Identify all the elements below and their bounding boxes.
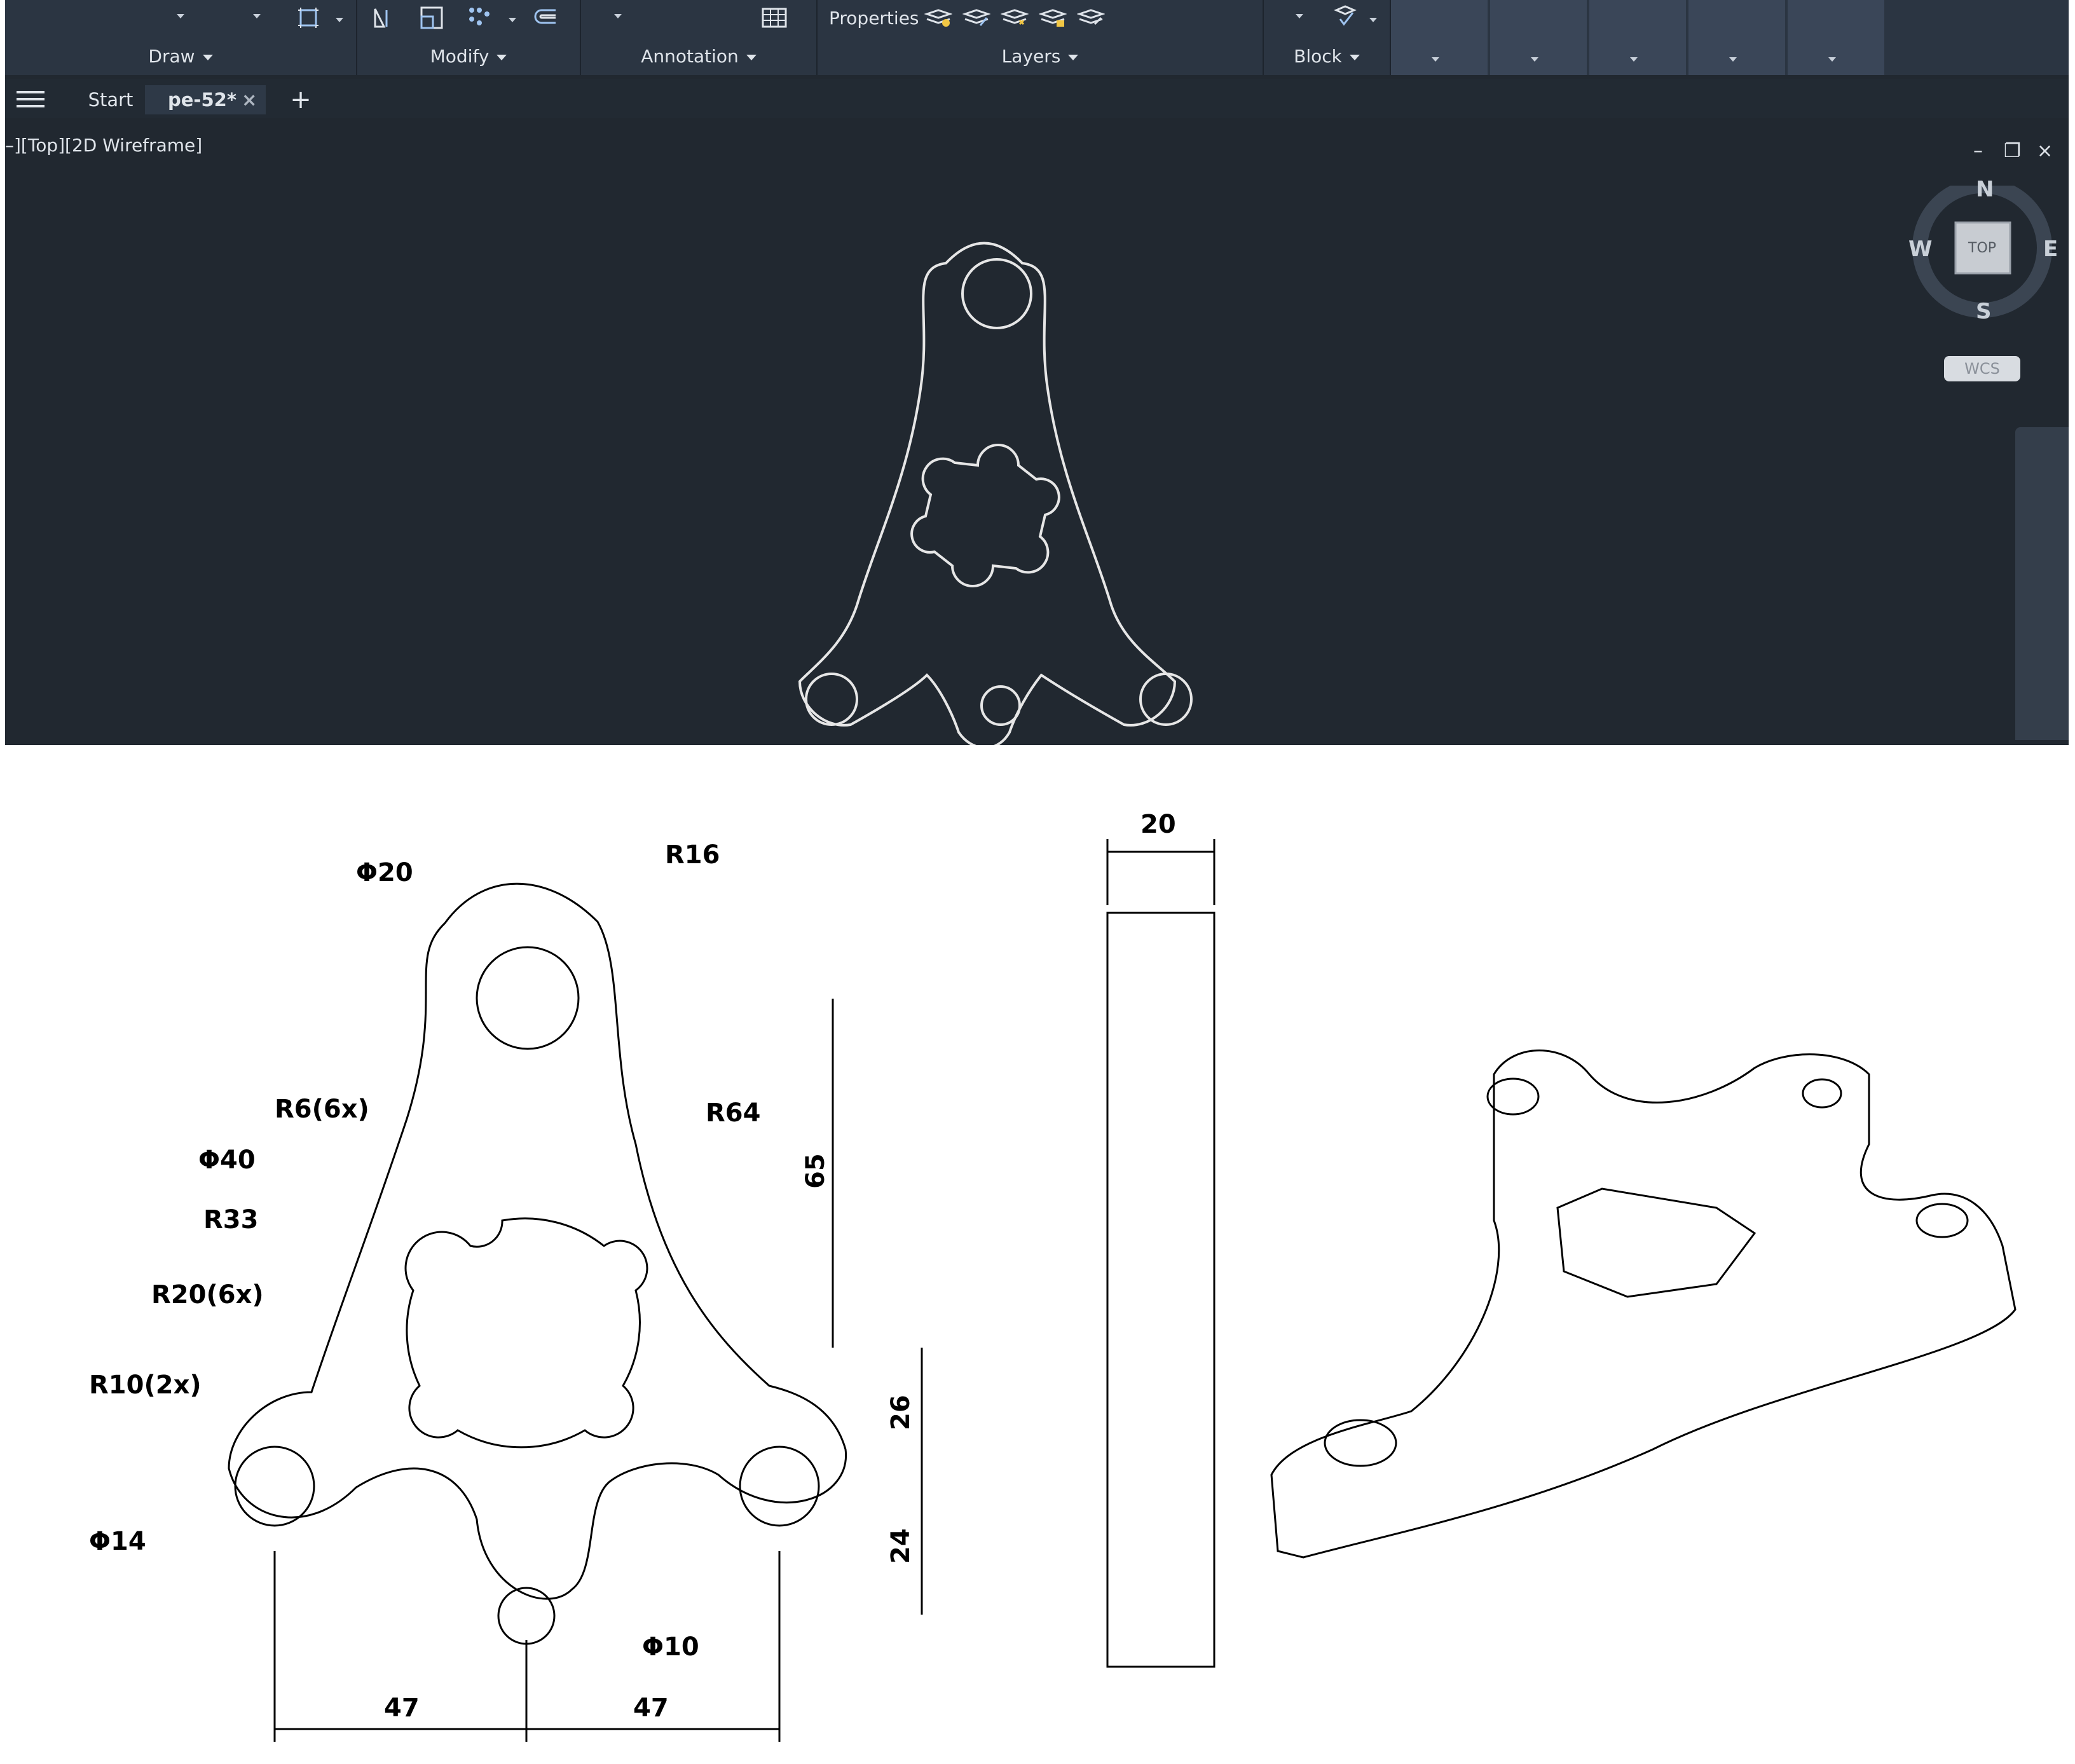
file-tab-bar: Start pe-52* × + [5, 79, 2069, 118]
layer-icon[interactable] [1000, 4, 1029, 32]
dropdown-caret-icon[interactable] [614, 14, 622, 18]
layer-icon[interactable] [924, 4, 953, 32]
ribbon: Draw Modify Annotation [5, 0, 2069, 75]
block-panel[interactable]: Block [1264, 0, 1391, 75]
ribbon-panel-collapsed[interactable] [1688, 0, 1788, 75]
restore-icon[interactable]: ❐ [2004, 140, 2021, 162]
panel-label-annotation[interactable]: Annotation [581, 46, 816, 67]
dim-r33: R33 [203, 1205, 258, 1234]
block-edit-icon[interactable] [1331, 4, 1359, 32]
dim-47-left: 47 [384, 1693, 420, 1723]
ribbon-panel-collapsed[interactable] [1589, 0, 1688, 75]
panel-label-block[interactable]: Block [1264, 46, 1390, 67]
dim-r64: R64 [706, 1098, 760, 1128]
new-tab-button[interactable]: + [290, 85, 312, 114]
hamburger-menu-icon[interactable] [17, 90, 45, 108]
viewcube-top-face[interactable]: TOP [1968, 240, 1997, 256]
dim-24: 24 [886, 1528, 915, 1564]
dim-26: 26 [886, 1395, 915, 1430]
properties-label[interactable]: Properties [829, 8, 919, 29]
ribbon-panel-collapsed[interactable] [1788, 0, 1887, 75]
technical-drawing: Φ20 R16 R6(6x) R64 Φ40 R33 R20(6x) R10(2… [0, 750, 2075, 1761]
tab-label: pe-52* [168, 89, 236, 111]
dropdown-caret-icon[interactable] [1369, 18, 1377, 22]
dim-65: 65 [801, 1153, 830, 1189]
dropdown-caret-icon[interactable] [1531, 57, 1538, 62]
front-view-outline [228, 882, 847, 1600]
ribbon-panel-collapsed[interactable] [1391, 0, 1490, 75]
dropdown-caret-icon[interactable] [509, 18, 516, 22]
close-icon[interactable]: × [242, 89, 257, 111]
dim-d20: Φ20 [356, 858, 413, 887]
annotation-panel[interactable]: Annotation [581, 0, 818, 75]
drawing-viewport[interactable]: –][Top][2D Wireframe] – ❐ × N S E W TOP [5, 122, 2069, 745]
dropdown-caret-icon[interactable] [336, 18, 343, 22]
compass-east-label[interactable]: E [2043, 236, 2058, 262]
dropdown-caret-icon[interactable] [1630, 57, 1638, 62]
side-view-rect [1106, 912, 1216, 1668]
panel-label-draw[interactable]: Draw [5, 46, 356, 67]
compass-south-label[interactable]: S [1976, 299, 1992, 324]
center-cutout [404, 1217, 648, 1449]
dim-r6: R6(6x) [275, 1095, 369, 1124]
dropdown-caret-icon[interactable] [253, 14, 261, 18]
close-icon[interactable]: × [2037, 140, 2053, 162]
tab-start[interactable]: Start [88, 89, 134, 111]
array-tool-icon[interactable] [465, 4, 493, 32]
layers-panel[interactable]: Properties Layers [818, 0, 1264, 75]
dropdown-caret-icon[interactable] [177, 14, 184, 18]
part-top-view [798, 242, 1193, 745]
dim-r10: R10(2x) [89, 1371, 202, 1400]
dropdown-caret-icon[interactable] [1828, 57, 1836, 62]
dim-47-right: 47 [633, 1693, 669, 1723]
layer-icon[interactable] [1076, 4, 1106, 32]
dropdown-caret-icon[interactable] [1296, 14, 1303, 18]
dim-d40: Φ40 [198, 1145, 256, 1175]
wcs-button[interactable]: WCS [1944, 356, 2020, 381]
dim-thickness: 20 [1140, 810, 1176, 839]
table-tool-icon[interactable] [760, 4, 788, 32]
dim-r20: R20(6x) [151, 1280, 264, 1309]
dim-d10: Φ10 [642, 1632, 699, 1662]
dropdown-caret-icon[interactable] [1729, 57, 1737, 62]
offset-tool-icon[interactable] [530, 4, 558, 32]
tab-pe-52[interactable]: pe-52* × [145, 85, 266, 114]
minimize-icon[interactable]: – [1973, 140, 1983, 162]
panel-label-modify[interactable]: Modify [357, 46, 580, 67]
compass-north-label[interactable]: N [1976, 177, 1994, 202]
dim-d14: Φ14 [89, 1527, 146, 1556]
compass-west-label[interactable]: W [1908, 236, 1933, 262]
autocad-window: Draw Modify Annotation [5, 0, 2069, 745]
rectangle-tool-icon[interactable] [294, 4, 322, 32]
draw-panel[interactable]: Draw [5, 0, 357, 75]
ribbon-panel-collapsed[interactable] [1490, 0, 1589, 75]
viewcube[interactable]: N S E W TOP WCS [1900, 177, 2065, 381]
panel-label-layers[interactable]: Layers [818, 46, 1263, 67]
mirror-tool-icon[interactable] [370, 4, 398, 32]
isometric-view [1270, 1050, 2017, 1559]
modify-panel[interactable]: Modify [357, 0, 581, 75]
viewport-controls-label[interactable]: –][Top][2D Wireframe] [5, 135, 203, 156]
dim-r16: R16 [665, 840, 720, 870]
layer-icon[interactable] [962, 4, 991, 32]
dropdown-caret-icon[interactable] [1432, 57, 1439, 62]
navigation-bar[interactable] [2015, 427, 2069, 740]
layer-icon[interactable] [1038, 4, 1067, 32]
scale-tool-icon[interactable] [418, 4, 446, 32]
